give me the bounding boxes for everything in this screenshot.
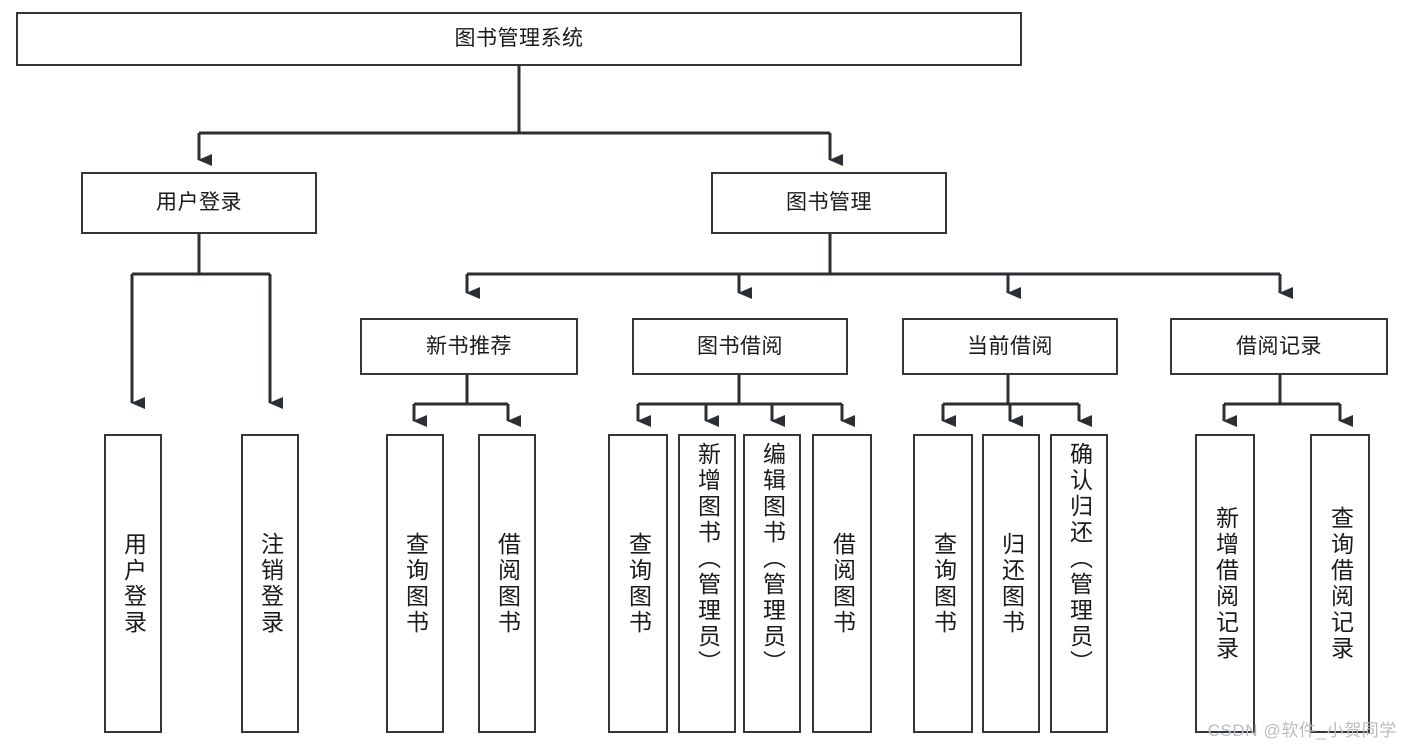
node-leaf-query-book-3-label: 查询图书 — [930, 531, 957, 636]
node-leaf-confirm-return-label: 确认归还（管理员） — [1066, 442, 1093, 676]
node-leaf-borrow-book-2-label: 借阅图书 — [829, 531, 856, 636]
node-book-borrow[interactable]: 图书借阅 — [632, 318, 848, 375]
node-leaf-confirm-return[interactable]: 确认归还（管理员） — [1050, 434, 1108, 733]
node-leaf-return-book[interactable]: 归还图书 — [982, 434, 1040, 733]
node-root[interactable]: 图书管理系统 — [16, 12, 1022, 66]
node-new-book-rec-label: 新书推荐 — [426, 334, 512, 358]
node-leaf-borrow-book-1-label: 借阅图书 — [494, 531, 521, 636]
node-leaf-return-book-label: 归还图书 — [998, 531, 1025, 636]
node-leaf-borrow-book-2[interactable]: 借阅图书 — [812, 434, 872, 733]
node-leaf-borrow-book-1[interactable]: 借阅图书 — [478, 434, 536, 733]
node-leaf-logout-label: 注销登录 — [257, 531, 284, 636]
node-leaf-query-book-2-label: 查询图书 — [625, 531, 652, 636]
node-leaf-query-book-2[interactable]: 查询图书 — [608, 434, 668, 733]
node-leaf-query-record-label: 查询借阅记录 — [1327, 505, 1354, 662]
node-borrow-record-label: 借阅记录 — [1236, 334, 1322, 358]
node-leaf-query-book-3[interactable]: 查询图书 — [913, 434, 973, 733]
node-leaf-user-login[interactable]: 用户登录 — [104, 434, 162, 733]
node-current-borrow-label: 当前借阅 — [967, 334, 1053, 358]
node-leaf-query-book-1-label: 查询图书 — [402, 531, 429, 636]
node-user-login-label: 用户登录 — [156, 191, 242, 215]
node-leaf-logout[interactable]: 注销登录 — [241, 434, 299, 733]
node-leaf-query-book-1[interactable]: 查询图书 — [386, 434, 444, 733]
node-borrow-record[interactable]: 借阅记录 — [1170, 318, 1388, 375]
node-book-manage-label: 图书管理 — [786, 191, 872, 215]
node-leaf-add-record[interactable]: 新增借阅记录 — [1195, 434, 1255, 733]
node-new-book-rec[interactable]: 新书推荐 — [360, 318, 578, 375]
node-leaf-query-record[interactable]: 查询借阅记录 — [1310, 434, 1370, 733]
node-leaf-add-book[interactable]: 新增图书（管理员） — [678, 434, 736, 733]
node-leaf-user-login-label: 用户登录 — [120, 531, 147, 636]
node-leaf-edit-book[interactable]: 编辑图书（管理员） — [743, 434, 801, 733]
node-leaf-add-book-label: 新增图书（管理员） — [694, 442, 721, 676]
node-book-manage[interactable]: 图书管理 — [711, 172, 947, 234]
csdn-watermark: CSDN @软件_小贺同学 — [1207, 721, 1397, 740]
node-book-borrow-label: 图书借阅 — [697, 334, 783, 358]
node-leaf-edit-book-label: 编辑图书（管理员） — [759, 442, 786, 676]
node-root-label: 图书管理系统 — [454, 27, 584, 51]
node-user-login[interactable]: 用户登录 — [81, 172, 317, 234]
node-current-borrow[interactable]: 当前借阅 — [902, 318, 1118, 375]
node-leaf-add-record-label: 新增借阅记录 — [1212, 505, 1239, 662]
